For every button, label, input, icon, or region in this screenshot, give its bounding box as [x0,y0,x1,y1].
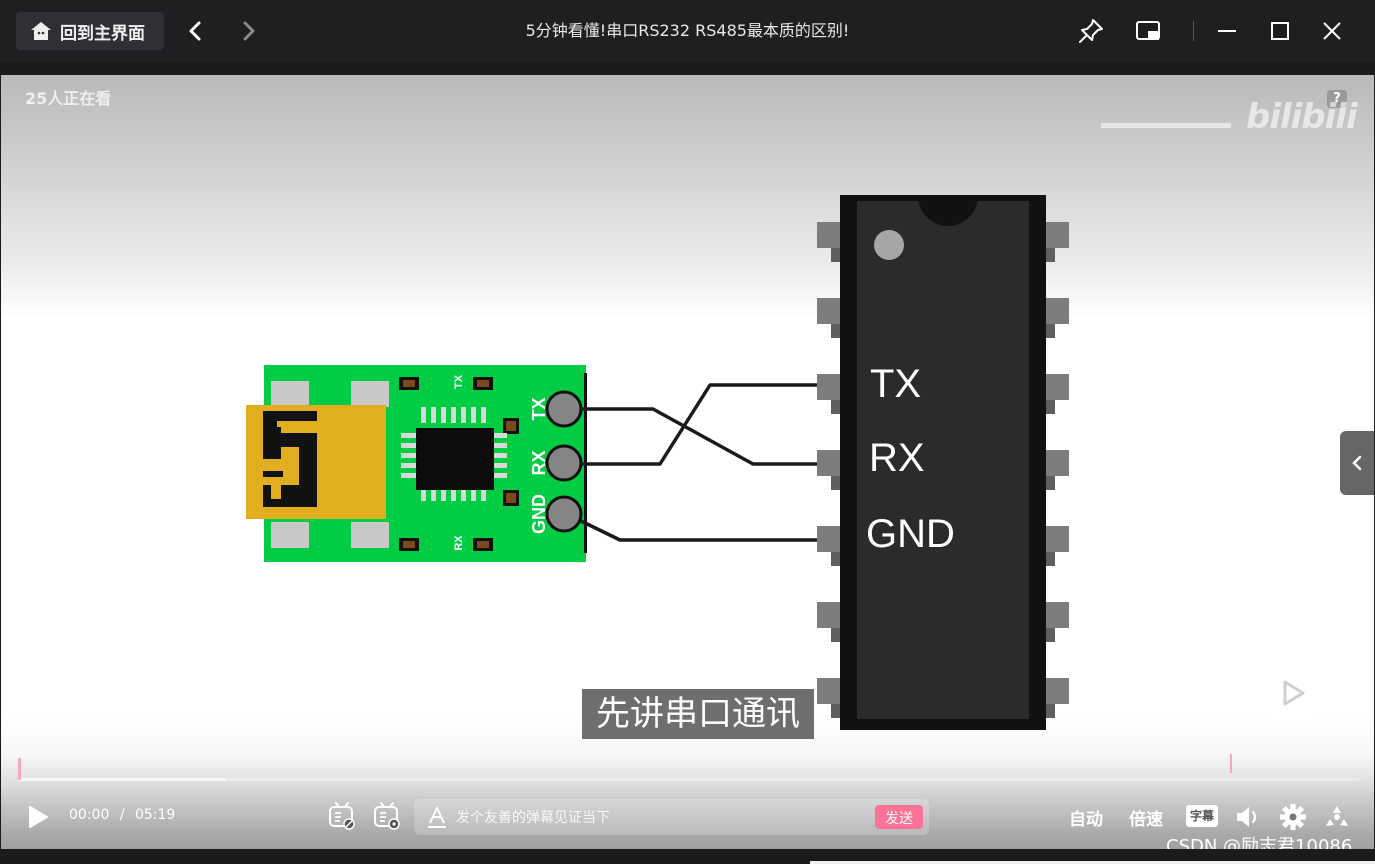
wire-gnd-to-gnd [580,519,821,542]
danmaku-input[interactable] [454,803,868,833]
usb-pin-label-gnd: GND [529,494,549,534]
close-button[interactable] [1315,14,1349,48]
chip-pin-label-gnd: GND [866,512,955,556]
video-player[interactable]: 25人正在看 ? bilibili [1,75,1374,849]
danmaku-style-icon[interactable] [426,805,448,829]
forward-arrow-icon[interactable] [234,17,262,45]
bilibili-watermark: bilibili [1246,97,1358,137]
effects-icon[interactable] [1322,802,1352,832]
auto-quality-button[interactable]: 自动 [1069,810,1103,830]
connection-wires [580,383,821,542]
time-display: 00:00 / 05:19 [69,807,175,823]
chip-pin-label-rx: RX [869,436,925,480]
serial-wiring-diagram: TX RX GND TX RX TX [246,195,1069,730]
settings-gear-icon[interactable] [1278,802,1308,832]
title-bar: 回到主界面 5分钟看懂!串口RS232 RS485最本质的区别! [0,0,1375,62]
help-icon[interactable]: ? [1327,90,1347,108]
video-subtitle: 先讲串口通讯 [582,689,814,739]
chevron-left-icon [1352,455,1362,471]
usb-led-label-tx: TX [453,374,465,389]
mini-player-icon [1136,21,1160,40]
progress-bar[interactable] [18,778,1359,781]
bilibili-tv-icon[interactable] [1257,658,1327,722]
progress-marker-start [18,758,21,780]
duration: 05:19 [134,807,176,823]
video-title: 5分钟看懂!串口RS232 RS485最本质的区别! [525,21,850,40]
danmaku-settings-icon[interactable] [372,801,402,831]
send-danmaku-button[interactable]: 发送 [875,805,923,829]
wire-tx-to-rx [581,407,821,466]
maximize-button[interactable] [1263,14,1297,48]
mini-player-button[interactable] [1131,14,1165,48]
back-to-home-button[interactable]: 回到主界面 [16,12,164,50]
watermark-uploader-text [1101,123,1231,128]
time-separator: / [119,807,125,823]
dip-ic-chip: TX RX GND [817,195,1069,730]
danmaku-toggle-icon[interactable] [327,801,357,831]
bottom-strip [0,849,1375,864]
wire-rx-to-tx [581,383,821,466]
play-icon[interactable] [23,803,51,831]
usb-pin-label-tx: TX [529,397,549,420]
close-icon [1323,22,1341,40]
usb-serial-module: TX RX GND TX RX [246,365,587,562]
minimize-icon [1218,30,1236,32]
titlebar-separator [1193,21,1194,41]
home-icon [31,22,51,40]
pin-icon [1079,19,1103,43]
back-to-home-label: 回到主界面 [60,23,145,44]
volume-icon[interactable] [1233,802,1263,832]
usb-led-label-rx: RX [453,535,465,551]
bottom-highlight [810,861,1375,864]
danmaku-input-box: 发送 [414,799,929,835]
player-controls: 00:00 / 05:19 发送 自动 倍速 字幕 [1,793,1374,849]
progress-marker [1230,754,1232,773]
back-arrow-icon[interactable] [182,17,210,45]
usb-pin-label-rx: RX [529,450,549,475]
subtitle-button[interactable]: 字幕 [1186,805,1218,827]
chip-pin-label-tx: TX [870,362,921,406]
pin-button[interactable] [1074,14,1108,48]
minimize-button[interactable] [1210,14,1244,48]
playback-speed-button[interactable]: 倍速 [1129,810,1163,830]
viewer-count: 25人正在看 [25,89,112,108]
buffered-bar [18,778,226,781]
maximize-icon [1271,22,1289,40]
current-time: 00:00 [69,807,110,823]
side-panel-toggle[interactable] [1340,431,1374,495]
